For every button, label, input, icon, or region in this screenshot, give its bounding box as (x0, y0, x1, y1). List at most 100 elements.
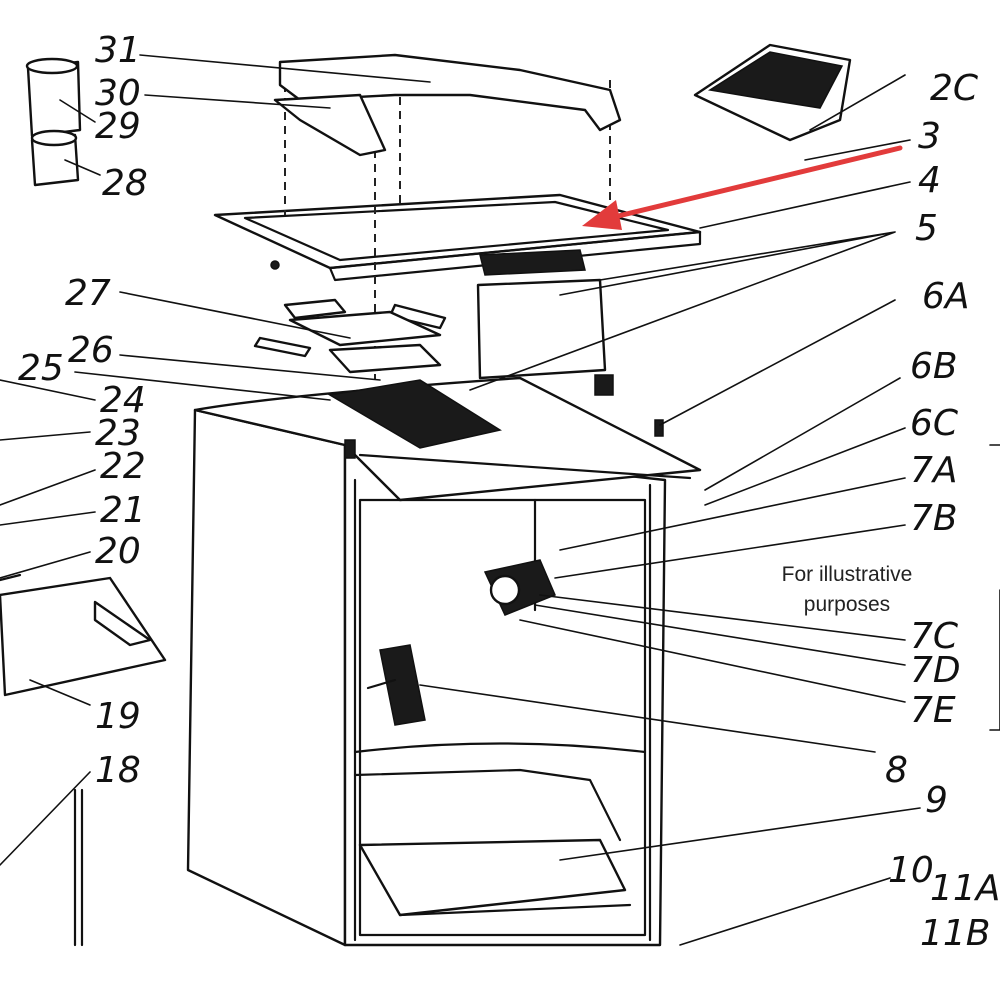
callout-7b: 7B (910, 498, 958, 539)
leader-3 (804, 139, 911, 161)
callout-2c: 2C (930, 68, 979, 109)
leader-22 (0, 469, 96, 506)
leader-30 (144, 94, 331, 109)
callout-5: 5 (915, 208, 938, 249)
callout-6a: 6A (922, 276, 970, 317)
callout-7e: 7E (910, 690, 956, 731)
cup-28-rim (30, 129, 78, 147)
leader-28 (64, 159, 101, 176)
side-door-panel (0, 573, 167, 947)
door-latch (93, 600, 152, 647)
illustrative-note: For illustrative purposes (742, 560, 952, 620)
leader-lines (0, 54, 1000, 946)
callout-6b: 6B (910, 346, 958, 387)
callout-6c: 6C (910, 403, 959, 444)
callout-30: 30 (95, 73, 141, 114)
callout-19: 19 (95, 696, 141, 737)
light-wire (366, 678, 397, 690)
arrow-head-icon (582, 200, 622, 230)
leader-7b (554, 524, 906, 579)
screw-icon (270, 260, 280, 270)
leader-29 (59, 99, 96, 123)
leader-6b (704, 377, 901, 491)
leader-20 (0, 551, 91, 579)
leader-7e (519, 619, 906, 703)
tray-26 (328, 343, 442, 374)
callout-8: 8 (885, 750, 908, 791)
leader-23 (0, 431, 91, 441)
callout-4: 4 (918, 160, 941, 201)
leader-31 (139, 54, 431, 83)
ice-tray (693, 43, 852, 142)
hinge-right-icon (654, 419, 664, 437)
shelf-strip-1 (283, 298, 347, 320)
leader-9 (559, 807, 921, 861)
accessory-cups (25, 57, 82, 187)
door-handle-30 (273, 93, 387, 157)
leader-2c (809, 74, 906, 131)
panel-edge (0, 573, 22, 582)
callout-26: 26 (68, 330, 114, 371)
callout-28: 28 (102, 163, 148, 204)
leader-21 (0, 511, 96, 526)
dashed-guides (284, 55, 611, 380)
note-line-1: For illustrative (781, 563, 913, 586)
callout-18: 18 (95, 750, 141, 791)
callout-labels: 31 30 29 28 2C 3 4 5 6A 6B 6C 7A 7B 7C 7… (18, 30, 1000, 954)
callout-31: 31 (95, 30, 141, 71)
freezer-door-31 (278, 53, 622, 132)
connector-icon (594, 374, 614, 396)
leader-7a (559, 477, 906, 551)
thermostat-knob-icon (489, 574, 521, 606)
callout-21: 21 (100, 490, 146, 531)
freezer-liner-box (476, 278, 607, 380)
cabinet-side-panel (186, 408, 347, 947)
light-housing-8 (379, 644, 426, 726)
callout-9: 9 (925, 780, 948, 821)
callout-7d: 7D (910, 650, 961, 691)
door-gasket-edges (353, 478, 652, 942)
evaporator-plate-assembly (213, 193, 702, 282)
leader-24 (0, 379, 96, 401)
door-panel-19 (0, 576, 167, 697)
top-cover-lip (358, 453, 692, 480)
callout-22: 22 (100, 446, 146, 487)
callout-3: 3 (918, 116, 941, 157)
callout-11a: 11A (930, 868, 1000, 909)
interior-shelf-line (353, 742, 647, 754)
callout-20: 20 (95, 531, 141, 572)
leader-5 (469, 231, 896, 391)
callout-24: 24 (100, 380, 146, 421)
ice-tray-grid (707, 51, 844, 109)
evaporator-plate-inner (243, 200, 670, 262)
cabinet-interior (358, 498, 647, 937)
callout-11b: 11B (920, 913, 991, 954)
tray-27 (288, 310, 442, 347)
crisper-drawer-edge (398, 903, 632, 917)
leader-6a (659, 299, 896, 426)
leader-6c (704, 427, 906, 506)
callout-29: 29 (95, 106, 141, 147)
crisper-shelf (353, 768, 622, 842)
hinge-left-icon (344, 439, 356, 459)
control-board-25 (327, 379, 502, 449)
leader-8 (419, 684, 876, 753)
leader-19 (29, 679, 91, 706)
door-rod-18 (73, 788, 84, 947)
note-line-2: purposes (803, 593, 891, 616)
freezer-door-outline (273, 53, 622, 380)
group-bracket (989, 444, 1000, 731)
top-cover-assembly (193, 376, 702, 502)
callout-25: 25 (18, 348, 64, 389)
callout-27: 27 (65, 273, 111, 314)
bracket-5 (479, 249, 586, 276)
arrow-shaft (607, 145, 903, 221)
cup-29-rim (25, 57, 79, 75)
highlight-arrow (582, 145, 903, 230)
crisper-drawer (358, 838, 627, 917)
cabinet (186, 408, 667, 947)
leader-27 (119, 291, 351, 339)
callout-10: 10 (888, 850, 934, 891)
shelf-strip-3 (253, 336, 312, 358)
